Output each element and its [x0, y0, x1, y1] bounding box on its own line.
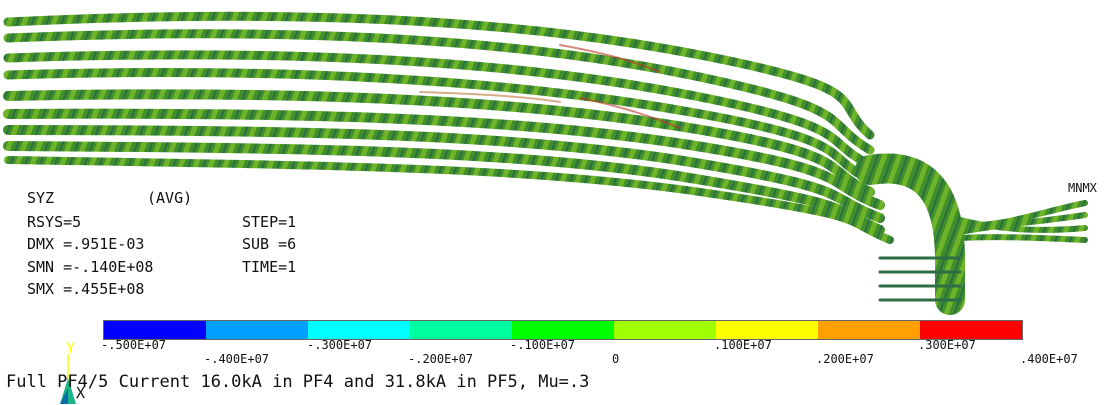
legend-label-bottom-3: .200E+07: [816, 352, 874, 366]
coil-plates: [3, 11, 1088, 315]
legend-label-bottom-1: -.200E+07: [408, 352, 474, 366]
legend-label-top-1: -.300E+07: [307, 338, 373, 352]
result-quantity: SYZ: [27, 188, 54, 208]
mnmx-marker: MNMX: [1068, 181, 1097, 195]
legend-swatch-4: [512, 321, 614, 339]
legend-label-top-4: .300E+07: [918, 338, 976, 352]
legend-swatch-8: [920, 321, 1022, 339]
legend-label-top-2: -.100E+07: [510, 338, 576, 352]
smn-label: SMN =-.140E+08: [27, 258, 154, 276]
legend-swatch-2: [308, 321, 410, 339]
legend-label-bottom-0: -.400E+07: [204, 352, 270, 366]
legend-swatch-6: [716, 321, 818, 339]
legend-label-top-3: .100E+07: [714, 338, 772, 352]
legend-swatch-7: [818, 321, 920, 339]
triad-x-label: X: [76, 384, 85, 402]
sub-label: SUB =6: [242, 235, 297, 253]
legend-swatch-1: [206, 321, 308, 339]
color-legend-bar: [103, 320, 1023, 340]
legend-label-top-0-sign: -: [101, 338, 109, 352]
legend-swatch-0: [104, 321, 206, 339]
triad-y-label: Y: [66, 339, 75, 357]
averaging-label: (AVG): [147, 189, 193, 207]
smx-label: SMX =.455E+08: [27, 280, 145, 298]
legend-label-top-0-value: .500E+07: [108, 338, 167, 352]
plot-caption: Full PF4/5 Current 16.0kA in PF4 and 31.…: [6, 372, 590, 392]
legend-label-bottom-2: 0: [612, 352, 620, 366]
coordinate-triad-icon: Y X: [60, 339, 85, 404]
dmx-label: DMX =.951E-03: [27, 235, 145, 253]
rsys-label: RSYS=5: [27, 213, 82, 231]
step-label: STEP=1: [242, 213, 297, 231]
legend-swatch-3: [410, 321, 512, 339]
legend-label-top-0: -.500E+07: [101, 338, 166, 352]
legend-swatch-5: [614, 321, 716, 339]
time-label: TIME=1: [242, 258, 297, 276]
legend-label-bottom-4: .400E+07: [1020, 352, 1078, 366]
quantity-label: SYZ: [27, 189, 55, 207]
